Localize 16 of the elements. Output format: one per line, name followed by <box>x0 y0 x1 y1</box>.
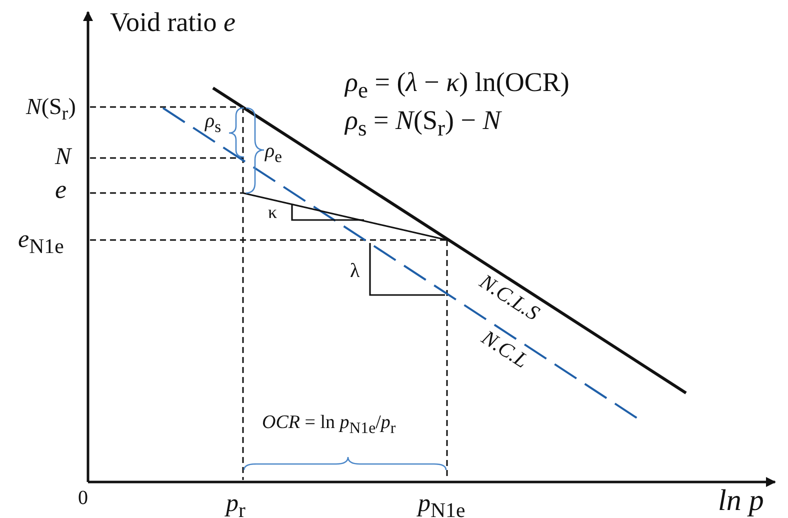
axis-title: ln p <box>718 484 764 517</box>
formula: ρ$_{s}$ = N(S$_{r}$) − N <box>345 106 501 142</box>
brace-label: ρ$_{e}$ <box>265 140 282 166</box>
formula: OCR = ln p$_{N1e}$/p$_{r}$ <box>262 413 396 438</box>
axis-tick-label: e$_{N1e}$ <box>18 226 64 258</box>
axis-tick-label: N <box>55 144 72 170</box>
brace-label: ρ$_{s}$ <box>205 110 222 136</box>
axis-tick-label: N(S$_{r}$) <box>26 94 76 125</box>
slope-label: λ <box>350 260 360 282</box>
axis-title: Void ratio e <box>110 8 236 38</box>
slope-label: κ <box>268 203 278 223</box>
axis-tick-label: e <box>55 176 67 205</box>
formula: ρ$_{e}$ = (λ − κ) ln(OCR) <box>345 68 570 104</box>
axis-tick-label: 0 <box>78 487 88 509</box>
axis-tick-label: p$_{r}$ <box>226 490 246 518</box>
axis-tick-label: p$_{N1e}$ <box>418 490 466 518</box>
